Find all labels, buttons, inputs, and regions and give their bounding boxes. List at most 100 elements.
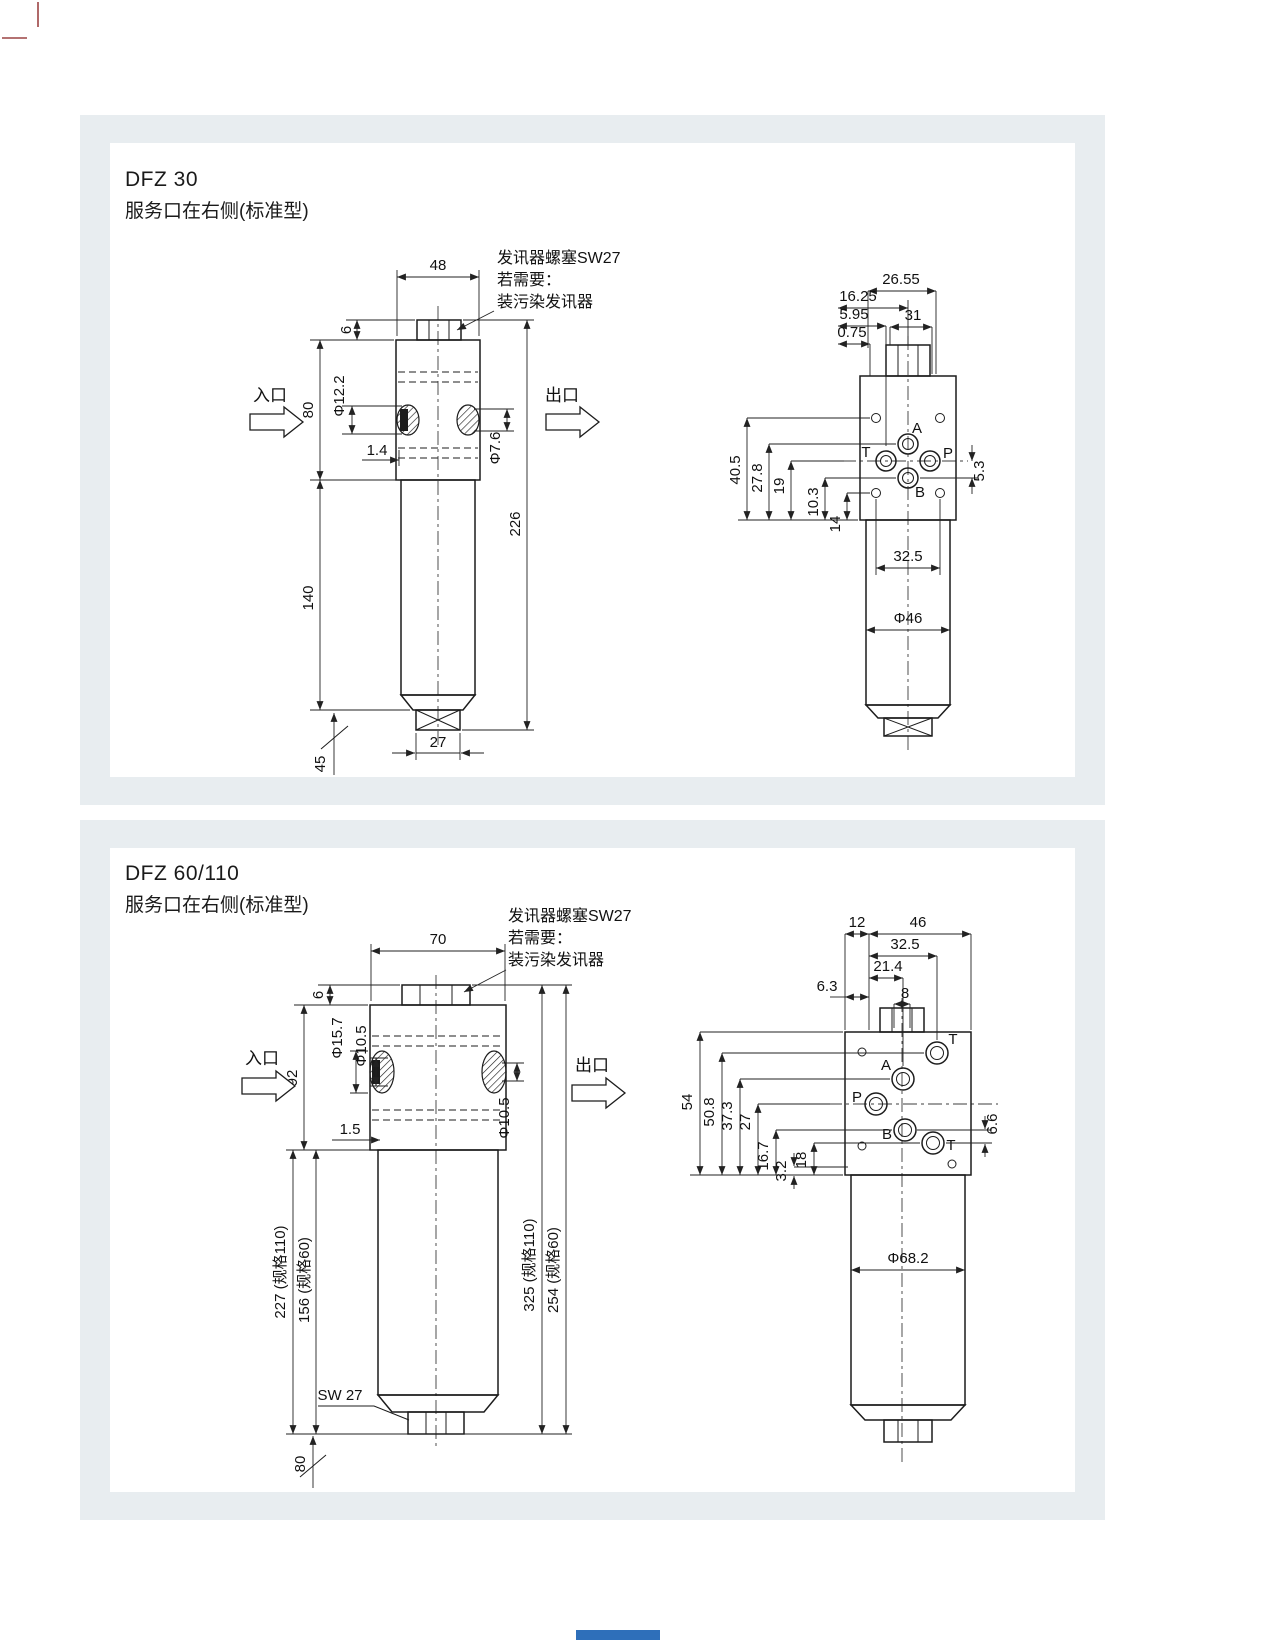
dfz60-side-body: T A P B T [828, 998, 998, 1462]
dim-d12-2-label: Φ12.2 [331, 375, 348, 416]
dim-140-label: 140 [300, 585, 317, 610]
outlet-arrow-icon [545, 405, 601, 439]
dim-48-label: 48 [430, 257, 447, 274]
dfz30-front-note: 发讯器螺塞SW27 若需要： 装污染发讯器 [456, 249, 621, 331]
dim-21-4-label: 21.4 [873, 958, 902, 975]
dim-d68-2-label: Φ68.2 [887, 1250, 928, 1267]
mount-hole [857, 1047, 867, 1057]
dim-16-7-label: 16.7 [755, 1141, 772, 1170]
dim-32-5-label: 32.5 [893, 548, 922, 565]
dim-156-label: 156 (规格60) [296, 1237, 313, 1323]
dfz60-title: DFZ 60/110 [125, 862, 240, 885]
dim-226-label: 226 [507, 511, 524, 536]
port-label-t-top: T [948, 1031, 957, 1048]
note-line3: 装污染发讯器 [508, 951, 604, 969]
inlet-arrow-icon [241, 1069, 297, 1103]
dim-70-label: 70 [430, 931, 447, 948]
inlet-label: 入口 [245, 1049, 279, 1068]
bottom-plug [883, 1419, 933, 1443]
dfz30-panel-inner [110, 143, 1075, 777]
dfz60-front-body [369, 975, 507, 1448]
dim-sw27-label: SW 27 [317, 1387, 362, 1404]
note-line3: 装污染发讯器 [497, 293, 593, 311]
dim-5-95-label: 5.95 [839, 306, 868, 323]
dim-19-label: 19 [771, 478, 788, 495]
dim-31-label: 31 [905, 307, 922, 324]
outlet-label: 出口 [545, 386, 579, 405]
dim-d15-7-label: Φ15.7 [329, 1017, 346, 1058]
dim-0-75-label: 0.75 [837, 324, 866, 341]
port-p [919, 450, 941, 472]
note-line1: 发讯器螺塞SW27 [508, 907, 632, 925]
port-a [897, 433, 919, 455]
dim-27-8-label: 27.8 [749, 463, 766, 492]
corner-marks [2, 2, 39, 39]
sensor-plug [416, 319, 462, 341]
dim-10-3-label: 10.3 [805, 487, 822, 516]
port-label-b: B [882, 1126, 892, 1143]
port-b [893, 1118, 917, 1142]
dfz30-front-body [395, 306, 481, 748]
dim-8-label: 8 [901, 985, 909, 1002]
dim-37-3-label: 37.3 [719, 1101, 736, 1130]
port-label-b: B [915, 484, 925, 501]
dim-26-55-label: 26.55 [882, 271, 920, 288]
dim-80-label: 80 [292, 1456, 309, 1473]
dim-50-8-label: 50.8 [701, 1097, 718, 1126]
dfz30-side-dimensions: 26.55 16.25 5.95 0.75 31 40.5 [727, 271, 988, 634]
dim-32-5-label: 32.5 [890, 936, 919, 953]
dim-6-label: 6 [338, 326, 355, 334]
port-label-a: A [912, 420, 922, 437]
dim-18-label: 18 [793, 1152, 810, 1169]
dim-1-5-label: 1.5 [340, 1121, 361, 1138]
inlet-arrow-icon [249, 405, 305, 439]
port-a [891, 1067, 915, 1091]
dim-16-25-label: 16.25 [839, 288, 877, 305]
dim-325-label: 325 (规格110) [521, 1218, 538, 1311]
dfz30-front-view: 发讯器螺塞SW27 若需要： 装污染发讯器 48 6 Φ12.2 [249, 249, 621, 775]
port-t-top [925, 1041, 949, 1065]
dfz30-flow-arrows: 入口 出口 [249, 386, 601, 439]
dfz30-front-dimensions: 48 6 Φ12.2 80 1.4 Φ7.6 [300, 257, 534, 775]
dim-40-5-label: 40.5 [727, 455, 744, 484]
port-label-t-bottom: T [946, 1137, 955, 1154]
note-line1: 发讯器螺塞SW27 [497, 249, 621, 267]
dfz60-side-view: T A P B T 12 46 32.5 21.4 [679, 914, 1001, 1462]
dim-6-3-label: 6.3 [817, 978, 838, 995]
mount-hole [871, 488, 881, 498]
dim-227-label: 227 (规格110) [272, 1225, 289, 1318]
port-t [875, 450, 897, 472]
mount-hole [935, 413, 945, 423]
outlet-port-section [481, 1050, 507, 1094]
dim-6-6-label: 6.6 [984, 1114, 1001, 1135]
dim-14-label: 14 [827, 516, 844, 533]
dim-80-label: 80 [300, 402, 317, 419]
outlet-label: 出口 [575, 1056, 609, 1075]
port-b [897, 467, 919, 489]
dim-1-4-label: 1.4 [367, 442, 388, 459]
dim-d10-5-left-label: Φ10.5 [353, 1025, 370, 1066]
inlet-label: 入口 [253, 386, 287, 405]
dim-5-3-label: 5.3 [971, 461, 988, 482]
port-label-a: A [881, 1057, 891, 1074]
mount-hole [871, 413, 881, 423]
dim-6-label: 6 [310, 991, 327, 999]
port-label-t: T [861, 444, 870, 461]
bottom-plug [415, 709, 461, 731]
mount-hole [935, 488, 945, 498]
dim-54-label: 54 [679, 1094, 696, 1111]
dfz30-title: DFZ 30 [125, 168, 199, 191]
dim-3-2-label: 3.2 [773, 1161, 790, 1182]
note-line2: 若需要： [508, 929, 572, 947]
dim-d7-6-label: Φ7.6 [487, 432, 504, 465]
dim-46-label: 46 [910, 914, 927, 931]
dfz60-side-dimensions: 12 46 32.5 21.4 6.3 8 54 [679, 914, 1001, 1274]
bottom-plug [883, 717, 933, 737]
dfz30-panel [80, 115, 1105, 805]
dim-45-label: 45 [312, 756, 329, 773]
outlet-arrow-icon [571, 1076, 627, 1110]
port-label-p: P [943, 445, 953, 462]
dfz60-subtitle: 服务口在右侧(标准型) [125, 895, 309, 916]
